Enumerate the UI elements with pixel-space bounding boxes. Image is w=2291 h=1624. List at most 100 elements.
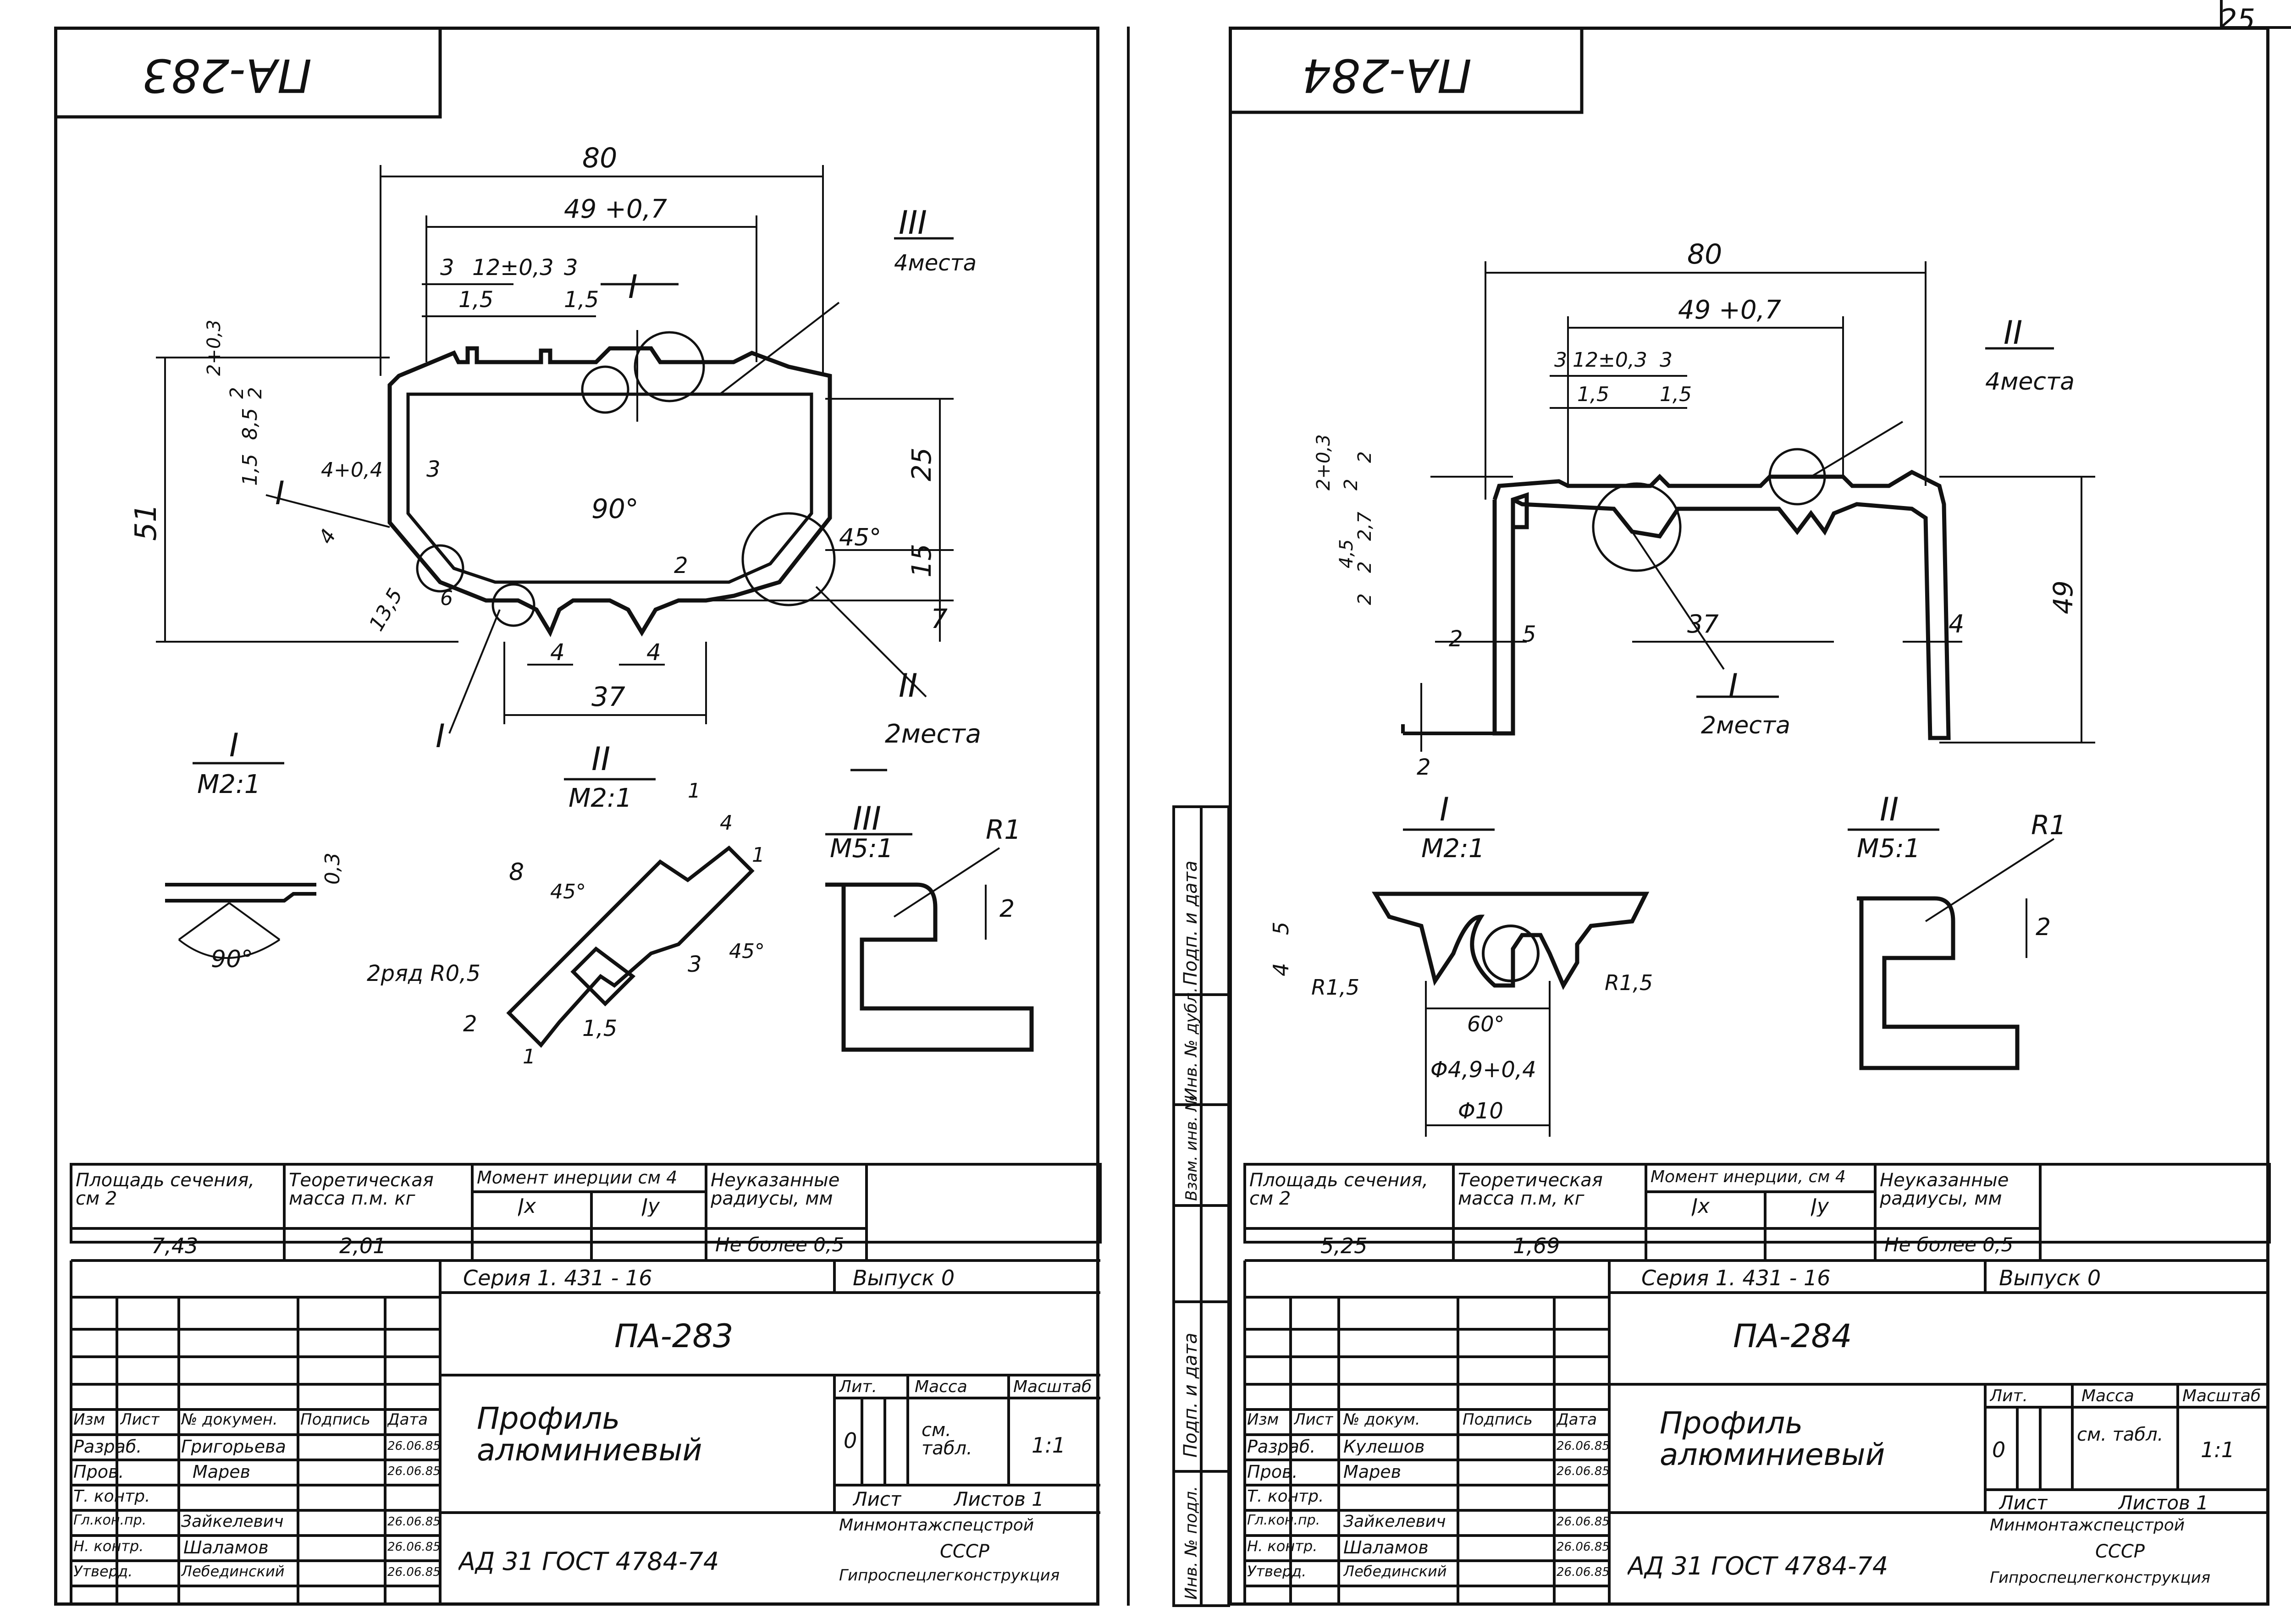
- right-dim-2d: 2: [1354, 594, 1375, 605]
- right-d1-5: 5: [1269, 922, 1293, 935]
- left-inner-contour: [406, 392, 813, 584]
- left-prop-radii-header: Неуказанные радиусы, мм: [711, 1171, 840, 1208]
- right-callout-circle-1: [1592, 482, 1682, 572]
- right-prop-mass-header: Теоретическая масса п.м, кг: [1458, 1171, 1603, 1208]
- left-sheets: Листов 1: [954, 1490, 1044, 1509]
- left-lit-value: 0: [844, 1430, 857, 1451]
- left-d2-45b: 45°: [729, 940, 765, 963]
- left-scale-value: 1:1: [1032, 1435, 1066, 1456]
- left-prop-mass-value: 2,01: [339, 1235, 386, 1256]
- left-prop-inertia-header: Момент инерции см 4: [477, 1169, 678, 1186]
- left-d2-r: 2ряд R0,5: [367, 961, 480, 986]
- right-callout-II-places: 4места: [1985, 368, 2075, 396]
- left-dim-37: 37: [591, 681, 625, 712]
- left-d2-1c: 1: [523, 1045, 535, 1068]
- side-label-1: Подп. и дата: [1180, 861, 1201, 985]
- right-d1-phi49: Φ4,9+0,4: [1430, 1057, 1536, 1083]
- left-name-1: Григорьева: [181, 1438, 286, 1455]
- left-dim-4a: 4: [550, 639, 565, 666]
- right-prop-ix-header: Jx: [1692, 1196, 1710, 1217]
- left-sheet: [54, 27, 1099, 1606]
- left-callout-circle-4: [416, 544, 464, 593]
- right-dim-27: 2,7: [1354, 512, 1375, 541]
- left-role-5: Н. контр.: [73, 1539, 144, 1553]
- left-d2-2: 2: [463, 1011, 477, 1037]
- left-role-3: Т. контр.: [73, 1488, 150, 1505]
- left-h-date: Дата: [387, 1412, 428, 1427]
- left-dim-85: 8,5: [238, 408, 262, 440]
- right-prop-radii-header: Неуказанные радиусы, мм: [1880, 1171, 2009, 1208]
- left-h-sign: Подпись: [300, 1412, 370, 1427]
- right-prop-iy-header: Jy: [1811, 1196, 1829, 1217]
- right-callout-I: I: [1728, 667, 1738, 705]
- right-dim-3b: 3: [1660, 348, 1673, 372]
- right-d2-2: 2: [2036, 914, 2051, 941]
- left-date-5: 26.06.85: [387, 1541, 441, 1553]
- right-dim-4: 4: [1949, 610, 1964, 639]
- left-dim-15a: 1,5: [458, 287, 493, 313]
- right-h-date: Дата: [1557, 1412, 1597, 1427]
- right-h-list: Лист: [1294, 1412, 1334, 1427]
- left-name-6: Лебединский: [181, 1564, 285, 1579]
- left-d1-03: 0,3: [321, 853, 344, 885]
- sheet-divider: [1127, 27, 1130, 1606]
- left-dim-80: 80: [582, 142, 617, 174]
- right-sheets: Листов 1: [2118, 1493, 2208, 1513]
- left-role-4: Гл.кон.пр.: [73, 1514, 147, 1527]
- left-dim-15: 1,5: [238, 454, 262, 486]
- left-d2-3: 3: [688, 952, 702, 977]
- right-d1-scale: M2:1: [1421, 834, 1485, 864]
- right-name-5: Шаламов: [1343, 1539, 1429, 1556]
- left-ang-90: 90°: [591, 493, 639, 524]
- left-stamp-title: Профиль алюминиевый: [477, 1403, 702, 1466]
- left-h-list: Лист: [120, 1412, 160, 1427]
- right-d1-r15a: R1,5: [1311, 975, 1359, 1000]
- right-sheet: Лист: [1999, 1493, 2048, 1513]
- left-callout-II: II: [899, 667, 917, 705]
- left-prop-area-header: Площадь сечения, см 2: [76, 1171, 255, 1208]
- right-dim-2p03: 2+0,3: [1313, 434, 1334, 490]
- right-prop-radii-value: Не более 0,5: [1884, 1235, 2014, 1255]
- right-detail-2: [1857, 896, 2020, 1070]
- right-d1-60: 60°: [1467, 1012, 1505, 1036]
- right-dim-2e: 2: [1449, 626, 1463, 652]
- right-name-6: Лебединский: [1343, 1564, 1447, 1579]
- left-role-1: Разраб.: [73, 1438, 142, 1455]
- left-dim-6: 6: [440, 587, 453, 610]
- right-role-2: Пров.: [1247, 1463, 1298, 1481]
- right-props-table: [1243, 1163, 2271, 1262]
- left-detail-3: [825, 882, 1034, 1052]
- left-code-box: [54, 27, 442, 119]
- right-dim-15a: 1,5: [1577, 383, 1609, 406]
- left-d2-4: 4: [720, 811, 733, 835]
- left-d2-1a: 1: [688, 779, 701, 803]
- right-dim-2bot: 2: [1417, 754, 1431, 780]
- right-mass-value: см. табл.: [2077, 1426, 2164, 1444]
- right-dim-2b: 2: [1354, 451, 1375, 463]
- left-dim-2b: 2: [245, 387, 266, 399]
- right-dim-80: 80: [1687, 238, 1722, 270]
- left-material: АД 31 ГОСТ 4784-74: [458, 1549, 719, 1574]
- left-series: Серия 1. 431 - 16: [463, 1267, 652, 1288]
- left-dim-7: 7: [931, 603, 948, 634]
- left-date-4: 26.06.85: [387, 1516, 441, 1528]
- left-dim-15b: 1,5: [564, 287, 599, 313]
- right-dim-49v: 49: [2048, 580, 2079, 614]
- left-prop-area-value: 7,43: [151, 1235, 199, 1256]
- left-d3-2: 2: [999, 895, 1015, 923]
- left-dim-12: 12±0,3: [472, 255, 554, 281]
- side-label-2: Инв. № дубл.: [1182, 987, 1201, 1100]
- left-org3: Гипроспецлегконструкция: [839, 1568, 1060, 1583]
- right-sheet: [1229, 27, 2269, 1606]
- left-props-table: [70, 1163, 1102, 1262]
- side-label-5: Инв. № подл.: [1182, 1486, 1201, 1600]
- left-callout-circle-5: [491, 583, 535, 627]
- right-role-1: Разраб.: [1247, 1438, 1316, 1455]
- right-stamp-title: Профиль алюминиевый: [1660, 1407, 1885, 1471]
- left-d2-45a: 45°: [550, 880, 586, 903]
- left-d2-title: II: [591, 740, 610, 778]
- left-prop-radii-value: Не более 0,5: [715, 1235, 845, 1255]
- left-dim-3b: 3: [564, 255, 578, 281]
- right-name-4: Зайкелевич: [1343, 1514, 1446, 1530]
